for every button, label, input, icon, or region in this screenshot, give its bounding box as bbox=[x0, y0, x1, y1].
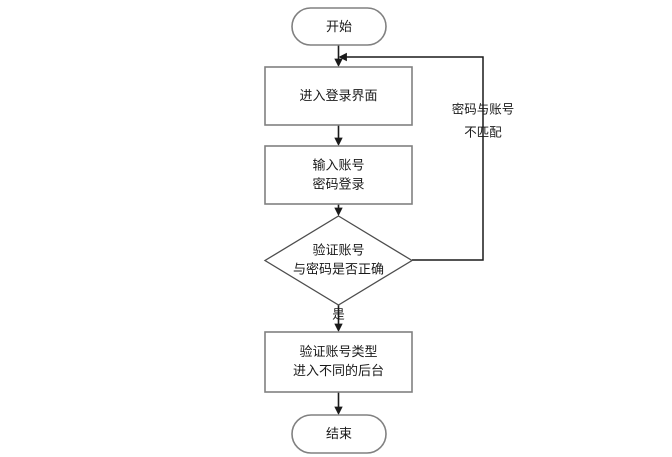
edge-verify-account-type-to-end bbox=[334, 392, 343, 415]
node-end-label: 结束 bbox=[326, 426, 352, 441]
node-verify-account-type-label-line2: 进入不同的后台 bbox=[293, 363, 384, 378]
node-enter-login-page-label: 进入登录界面 bbox=[299, 88, 377, 103]
edge-enter-login-page-to-input-credentials bbox=[334, 125, 343, 146]
node-start-label: 开始 bbox=[326, 19, 352, 34]
node-enter-login-page[interactable]: 进入登录界面 bbox=[264, 66, 413, 126]
node-verify-credentials-label-line2: 与密码是否正确 bbox=[293, 261, 384, 276]
edge-verify-credentials-to-verify-account-type bbox=[334, 305, 343, 332]
node-input-credentials-label-line1: 输入账号 bbox=[312, 157, 364, 172]
node-verify-credentials[interactable]: 验证账号 与密码是否正确 bbox=[263, 215, 414, 306]
edge-label-password-mismatch: 密码与账号 不匹配 bbox=[452, 101, 515, 139]
edge-label-yes-text: 是 bbox=[332, 307, 345, 321]
node-input-credentials[interactable]: 输入账号 密码登录 bbox=[264, 145, 413, 205]
node-verify-account-type[interactable]: 验证账号类型 进入不同的后台 bbox=[264, 331, 413, 393]
edge-label-password-mismatch-line2: 不匹配 bbox=[464, 125, 502, 139]
edge-input-credentials-to-verify-credentials bbox=[334, 204, 343, 216]
edge-verify-credentials-loopback bbox=[338, 52, 484, 261]
edge-label-password-mismatch-line1: 密码与账号 bbox=[452, 101, 515, 116]
edge-label-yes: 是 bbox=[332, 307, 345, 321]
edge-start-to-enter-login-page bbox=[334, 45, 343, 67]
node-verify-account-type-label-line1: 验证账号类型 bbox=[299, 344, 377, 359]
node-verify-credentials-label-line1: 验证账号 bbox=[312, 242, 364, 257]
node-input-credentials-label-line2: 密码登录 bbox=[312, 176, 364, 191]
node-start[interactable]: 开始 bbox=[291, 7, 387, 46]
node-end[interactable]: 结束 bbox=[291, 414, 387, 454]
